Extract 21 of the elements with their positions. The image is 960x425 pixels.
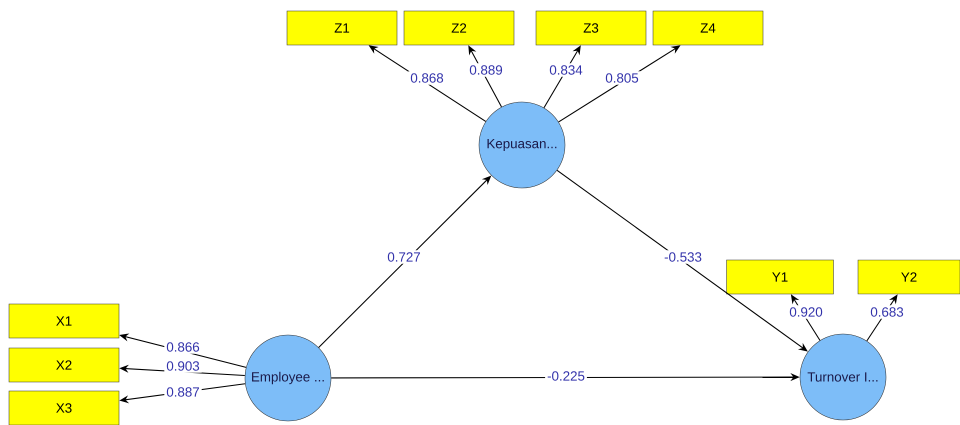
indicator-box: Z1 [286, 10, 398, 46]
indicator-box: Y1 [726, 260, 834, 294]
indicator-box: Z4 [652, 10, 764, 46]
indicator-box: Y2 [858, 260, 960, 294]
edge-label: 0.683 [868, 305, 906, 319]
indicator-box: X2 [8, 348, 120, 382]
edge-label: 0.903 [164, 359, 202, 373]
edge-label: 0.920 [787, 305, 825, 319]
edge-label: 0.805 [603, 71, 641, 85]
indicator-box: X3 [8, 390, 120, 425]
indicator-box: X1 [8, 304, 120, 338]
edge-label: 0.868 [408, 71, 446, 85]
edge-label: -0.533 [662, 250, 704, 264]
edge-label: 0.887 [164, 385, 202, 399]
edge-label: 0.727 [385, 250, 423, 264]
indicator-box: Z2 [404, 10, 514, 46]
edge-label: -0.225 [545, 369, 587, 383]
edge-label: 0.889 [467, 63, 505, 77]
edge-label: 0.834 [547, 63, 585, 77]
indicator-box: Z3 [536, 10, 646, 46]
edge-label: 0.866 [164, 340, 202, 354]
